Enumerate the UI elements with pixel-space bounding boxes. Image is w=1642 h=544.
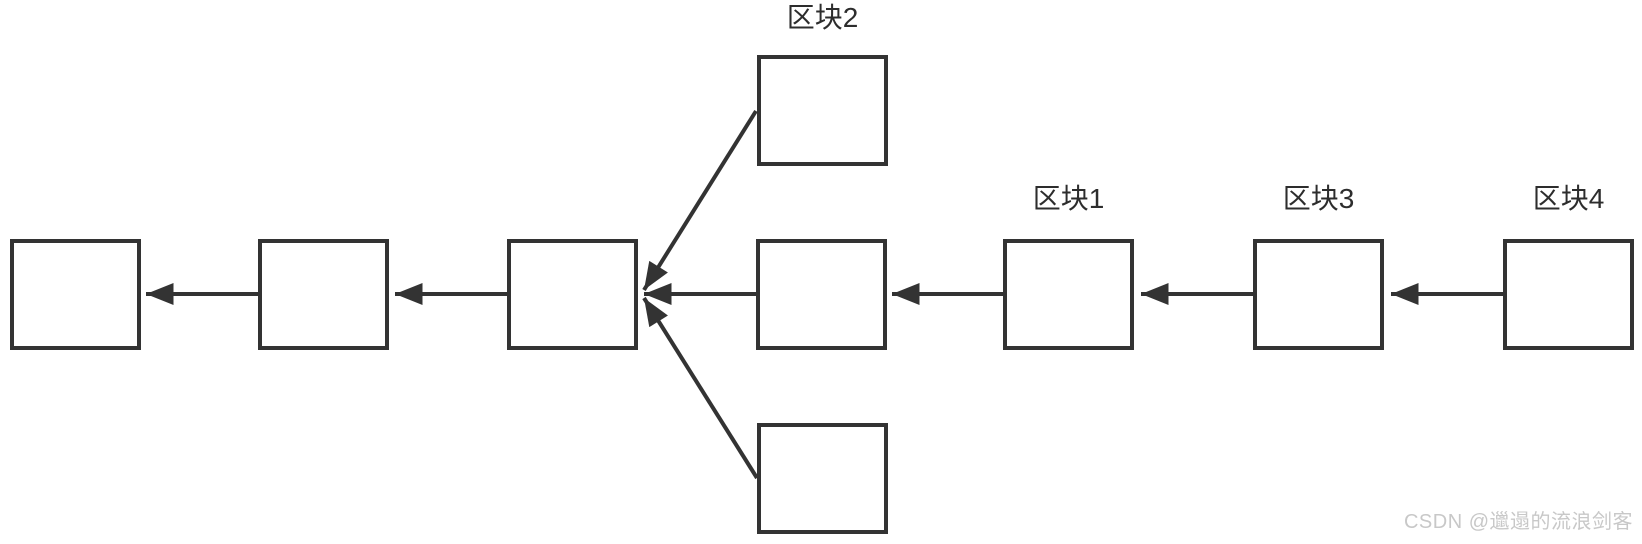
block-node-2	[258, 239, 389, 350]
label-block4: 区块4	[1532, 183, 1605, 214]
block-node-1	[10, 239, 141, 350]
arrow-bottomfork-to-node3	[642, 296, 759, 480]
block-node-block1	[1003, 239, 1134, 350]
block-node-block2-fork	[757, 55, 888, 166]
label-block2: 区块2	[786, 2, 859, 33]
block-node-block4	[1503, 239, 1634, 350]
block-node-bottom-fork	[757, 423, 888, 534]
label-block3: 区块3	[1282, 183, 1355, 214]
csdn-watermark: CSDN @邋遢的流浪剑客	[1403, 511, 1633, 533]
arrow-topfork-to-node3	[642, 109, 758, 292]
block-node-block3	[1253, 239, 1384, 350]
block-node-3	[507, 239, 638, 350]
label-block1: 区块1	[1032, 183, 1105, 214]
block-node-4	[756, 239, 887, 350]
